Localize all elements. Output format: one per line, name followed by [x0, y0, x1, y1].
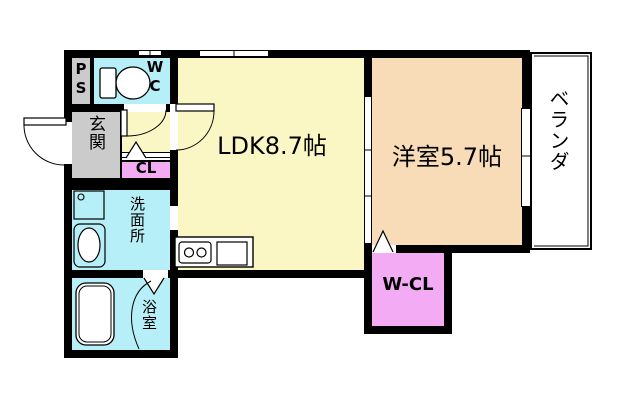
wall	[64, 270, 372, 278]
closet-label: CL	[135, 159, 157, 177]
room-closet	[122, 160, 170, 178]
wall	[364, 244, 372, 334]
wall	[364, 50, 372, 96]
room-walk-in-closet	[372, 253, 444, 326]
entrance-label: 玄関	[85, 115, 105, 151]
wall	[64, 50, 530, 58]
window-top-ldk	[199, 50, 269, 57]
wall	[120, 112, 122, 178]
window-top-wc	[138, 50, 162, 56]
ldk-label: LDK8.7帖	[217, 132, 327, 160]
room-washroom	[72, 190, 170, 270]
window-western-veranda	[521, 108, 531, 207]
sliding-door-ldk-western	[364, 96, 372, 244]
bathroom-door-opening	[143, 270, 168, 278]
room-hallway	[122, 112, 170, 152]
wall	[364, 245, 530, 253]
wc-door-opening	[124, 104, 166, 112]
wcl-door-opening	[372, 245, 396, 253]
bathroom-label: 浴室	[140, 299, 158, 331]
walk-in-closet-label: W-CL	[382, 274, 434, 295]
western-room-label: 洋室5.7帖	[391, 143, 503, 171]
wall	[170, 50, 178, 358]
room-pipe-space	[72, 58, 90, 104]
entrance-door-opening	[64, 122, 72, 164]
room-western	[372, 58, 522, 245]
closet-door-track	[122, 152, 170, 158]
wall	[64, 350, 178, 358]
wc-label: WC	[146, 58, 164, 96]
wall	[64, 50, 72, 358]
washroom-label: 洗面所	[128, 196, 146, 244]
wall	[90, 58, 94, 104]
entrance-door-arc	[23, 124, 65, 166]
wall	[64, 178, 170, 190]
entrance-door-leaf	[23, 117, 67, 126]
ldk-door-opening	[170, 104, 178, 150]
room-ldk	[178, 58, 364, 270]
pipe-space-label: PS	[72, 60, 90, 98]
wall	[64, 104, 170, 112]
wall	[444, 253, 452, 334]
wall	[364, 326, 452, 334]
room-entrance	[72, 112, 120, 178]
washroom-door-opening	[170, 206, 178, 230]
veranda-label: ベランダ	[546, 88, 570, 172]
